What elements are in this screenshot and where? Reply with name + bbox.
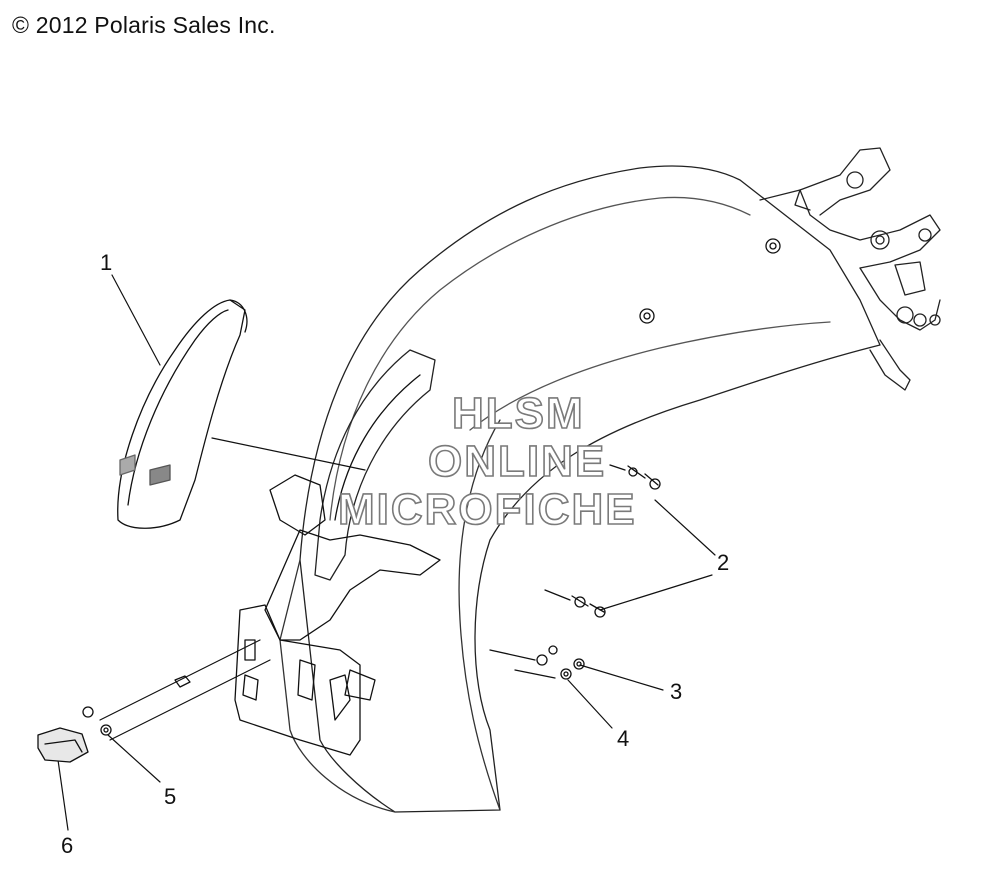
watermark-line-1: HLSM [451,389,585,438]
callout-4: 4 [617,726,630,751]
leader-lines [57,274,716,831]
rear-fender [279,165,881,813]
license-lamp [37,675,191,763]
fender-light-slot [314,349,436,581]
copyright-text: © 2012 Polaris Sales Inc. [12,12,276,38]
watermark-line-3: MICROFICHE [337,485,637,534]
callout-6: 6 [61,833,74,858]
nuts-items-3-4 [489,645,585,680]
callout-2: 2 [717,550,730,575]
screws-item-2 [544,464,661,618]
license-bracket [234,474,441,756]
taillight-lens [117,299,248,529]
frame-rear-section [759,147,941,391]
watermark-line-2: ONLINE [427,437,607,486]
callout-3: 3 [670,679,683,704]
callout-1: 1 [100,250,113,275]
callout-5: 5 [164,784,177,809]
